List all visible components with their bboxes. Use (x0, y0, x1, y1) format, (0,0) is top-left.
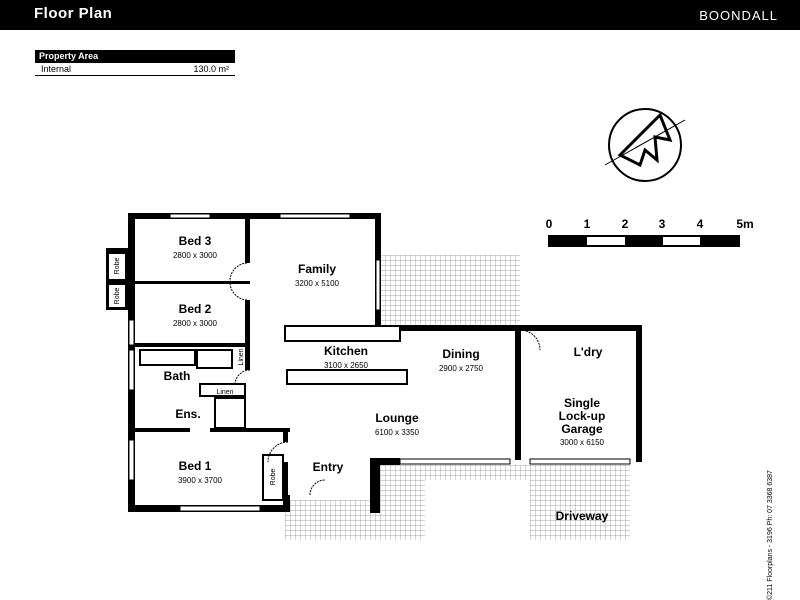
scale-tick: 0 (546, 217, 553, 231)
room-size-family: 3200 x 5100 (295, 279, 340, 288)
scale-tick: 3 (659, 217, 666, 231)
room-name-ensuite: Ens. (175, 407, 200, 421)
room-name-bath: Bath (164, 369, 191, 383)
room-name-entry: Entry (313, 460, 344, 474)
patio-paving (381, 255, 520, 325)
property-area-table: Property Area Internal 130.0 m² (35, 50, 235, 76)
page-title: Floor Plan (34, 5, 113, 22)
robe-label: Robe (270, 469, 277, 486)
room-name-garage: Garage (561, 422, 603, 436)
windows (128, 213, 631, 512)
table-row: Internal 130.0 m² (35, 63, 235, 76)
room-name-garage: Single (564, 396, 600, 410)
north-arrow-icon (604, 108, 686, 182)
room-name-bed3: Bed 3 (179, 234, 212, 248)
room-name-dining: Dining (442, 347, 479, 361)
scale-tick: 4 (697, 217, 704, 231)
doors (229, 262, 541, 496)
scale-tick: 1 (584, 217, 591, 231)
front-garden (425, 480, 530, 540)
room-size-bed1: 3900 x 3700 (178, 476, 223, 485)
room-name-bed2: Bed 2 (179, 302, 212, 316)
scale-tick: 5m (736, 217, 753, 231)
driveway-area (530, 465, 630, 540)
room-name-garage: Lock-up (559, 409, 606, 423)
property-area-heading: Property Area (35, 50, 235, 63)
room-size-kitchen: 3100 x 2650 (324, 361, 369, 370)
scale-bar: 0 1 2 3 4 5m (546, 217, 754, 247)
room-size-bed3: 2800 x 3000 (173, 251, 218, 260)
header-bar: Floor Plan BOONDALL (0, 0, 800, 30)
room-size-garage: 3000 x 6150 (560, 438, 605, 447)
room-size-lounge: 6100 x 3350 (375, 428, 420, 437)
credit-text: ©211 Floorplans - 3196 Ph: 07 3368 6387 (766, 470, 774, 600)
area-value: 130.0 m² (193, 64, 229, 74)
room-name-laundry: L'dry (574, 345, 603, 359)
room-name-kitchen: Kitchen (324, 344, 368, 358)
linen-label: Linen (238, 348, 245, 365)
entry-paving (285, 500, 385, 540)
scale-tick: 2 (622, 217, 629, 231)
robe-label: Robe (114, 258, 121, 275)
kitchen-benches (107, 252, 408, 501)
room-name-linen: Linen (216, 389, 233, 396)
room-name-family: Family (298, 262, 336, 276)
area-label: Internal (41, 64, 72, 74)
room-size-dining: 2900 x 2750 (439, 364, 484, 373)
room-name-bed1: Bed 1 (179, 459, 212, 473)
robe-label: Robe (114, 288, 121, 305)
suburb-name: BOONDALL (699, 8, 778, 23)
room-name-lounge: Lounge (375, 411, 419, 425)
room-size-bed2: 2800 x 3000 (173, 319, 218, 328)
room-name-driveway: Driveway (556, 509, 609, 523)
